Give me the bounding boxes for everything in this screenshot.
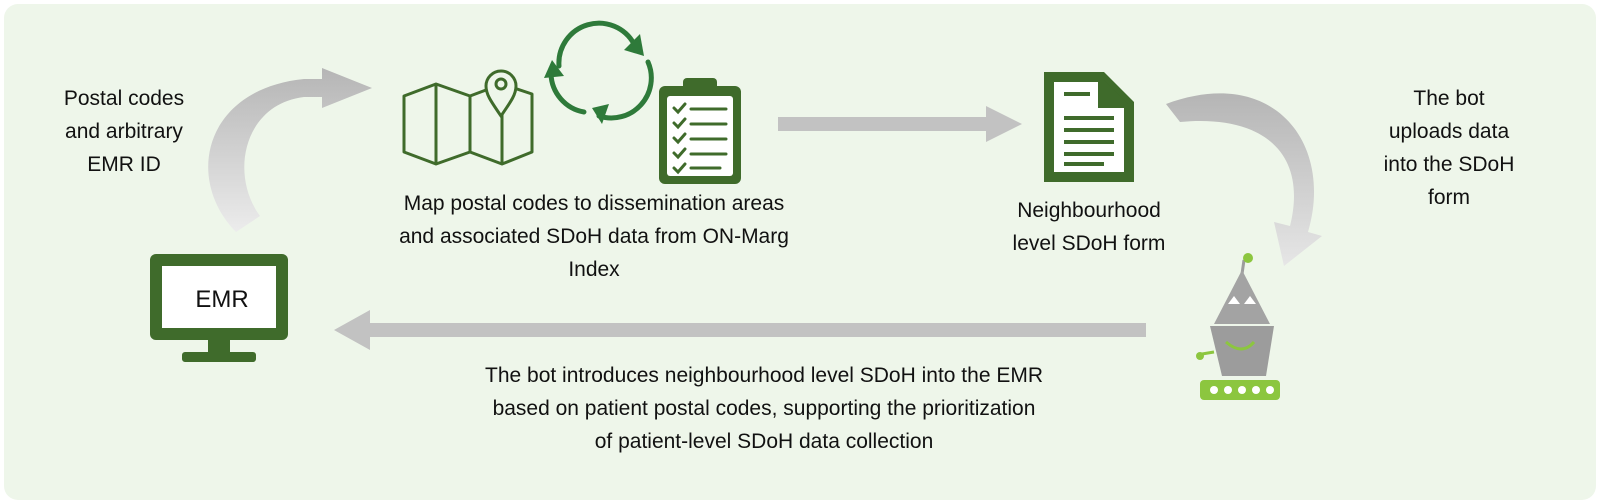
- document-icon: [1044, 72, 1134, 182]
- bot-upload-label: The bot uploads data into the SDoH form: [1383, 87, 1515, 209]
- robot-icon: [1196, 253, 1280, 400]
- curved-arrow-to-bot: [1166, 93, 1322, 267]
- monitor-icon: [150, 254, 288, 362]
- sdoh-form-label: Neighbourhood level SDoH form: [1012, 199, 1166, 255]
- map-step-label: Map postal codes to dissemination areas …: [399, 192, 789, 281]
- bot-introduces-label: The bot introduces neighbourhood level S…: [485, 364, 1043, 453]
- arrow-to-emr: [334, 310, 1146, 350]
- diagram-canvas: EMR Postal codes and arbitrary EMR ID Ma…: [4, 4, 1596, 500]
- cycle-arrows-icon: [544, 20, 654, 124]
- arrow-to-form: [778, 106, 1022, 142]
- checklist-clipboard-icon: [659, 78, 741, 184]
- curved-arrow-emr-to-map: [208, 68, 372, 232]
- diagram-graphics: [150, 20, 1322, 400]
- map-pin-icon: [484, 69, 518, 119]
- map-icon: [402, 82, 534, 166]
- emr-screen-label: EMR: [195, 286, 249, 313]
- postal-codes-label: Postal codes and arbitrary EMR ID: [63, 87, 185, 176]
